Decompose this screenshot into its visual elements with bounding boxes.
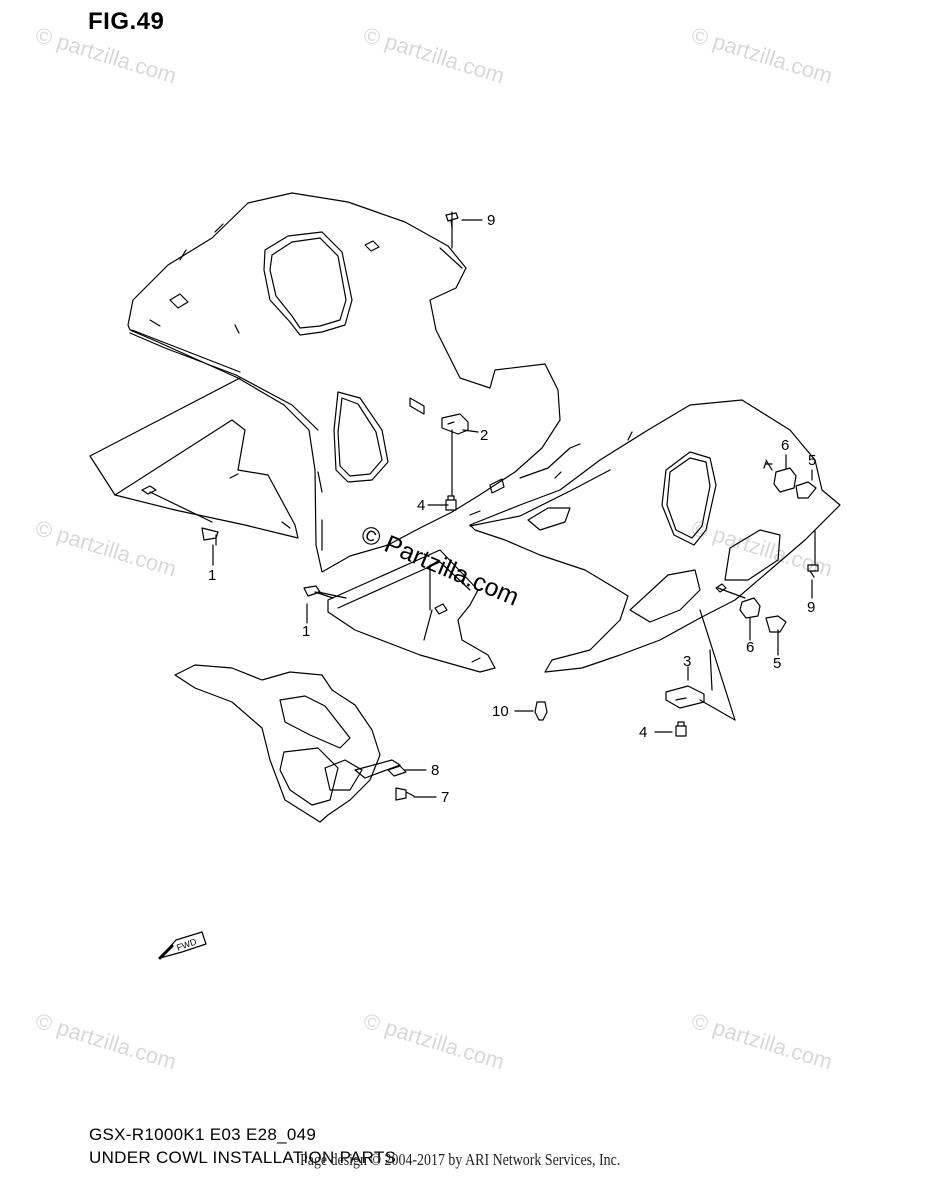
callout-label: 9 bbox=[807, 599, 815, 616]
callout-label: 2 bbox=[480, 427, 488, 444]
leader-lines bbox=[212, 219, 813, 798]
callout-label: 6 bbox=[746, 639, 754, 656]
callout-label: 8 bbox=[431, 762, 439, 779]
callout-label: 4 bbox=[417, 497, 425, 514]
hardware bbox=[201, 212, 819, 801]
callout-label: 6 bbox=[781, 437, 789, 454]
left-inner-panel bbox=[89, 377, 299, 539]
copyright-notice: Page design © 2004-2017 by ARI Network S… bbox=[300, 1150, 621, 1169]
callout-label: 7 bbox=[441, 789, 449, 806]
right-under-cowl bbox=[469, 399, 841, 673]
figure-model: GSX-R1000K1 E03 E28_049 bbox=[89, 1125, 317, 1144]
left-under-cowl bbox=[127, 192, 581, 573]
explode-lines bbox=[149, 211, 816, 721]
callout-label: 4 bbox=[639, 724, 647, 741]
figure-title: FIG.49 bbox=[88, 8, 165, 35]
callout-label: 10 bbox=[492, 703, 509, 720]
callout-label: 5 bbox=[808, 452, 816, 469]
side-cover-lower bbox=[174, 664, 401, 823]
callout-label: 1 bbox=[302, 623, 310, 640]
figure-name: UNDER COWL INSTALLATION PARTS bbox=[89, 1148, 397, 1167]
fwd-arrow-icon bbox=[158, 931, 207, 960]
callout-label: 9 bbox=[487, 212, 495, 229]
right-inner-panel bbox=[327, 549, 496, 673]
callout-label: 5 bbox=[773, 655, 781, 672]
callout-label: 1 bbox=[208, 567, 216, 584]
callout-label: 3 bbox=[683, 653, 691, 670]
